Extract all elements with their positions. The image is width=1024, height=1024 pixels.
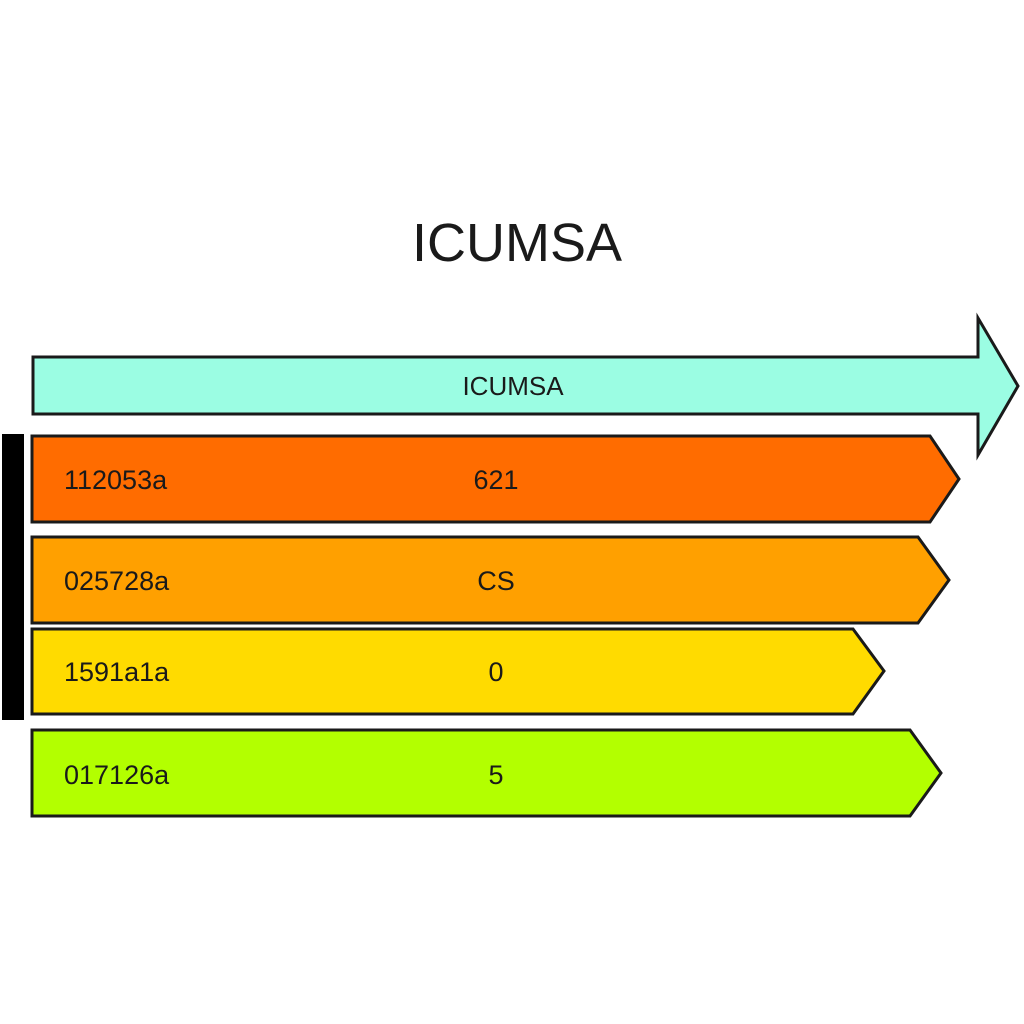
- row-code-label: 025728a: [64, 566, 170, 596]
- row-code-label: 1591a1a: [64, 657, 170, 687]
- row-arrow: 1591a1a 0: [30, 627, 886, 716]
- row-value-label: 5: [488, 760, 503, 790]
- row-arrow-shape: [30, 434, 961, 524]
- row-value-label: 621: [473, 465, 518, 495]
- page-title: ICUMSA: [411, 213, 622, 273]
- row-value-label: 0: [488, 657, 503, 687]
- row-arrow-shape: [30, 627, 886, 716]
- row-arrow: 025728a CS: [30, 535, 951, 625]
- header-arrow-label: ICUMSA: [462, 371, 564, 401]
- row-arrow-shape: [30, 535, 951, 625]
- left-bracket-bar: [2, 434, 24, 720]
- row-arrow: 017126a 5: [30, 728, 943, 818]
- row-code-label: 017126a: [64, 760, 170, 790]
- row-arrow: 112053a 621: [30, 434, 961, 524]
- row-value-label: CS: [477, 566, 515, 596]
- row-arrow-shape: [30, 728, 943, 818]
- header-arrow: [31, 312, 1020, 461]
- row-code-label: 112053a: [64, 465, 168, 495]
